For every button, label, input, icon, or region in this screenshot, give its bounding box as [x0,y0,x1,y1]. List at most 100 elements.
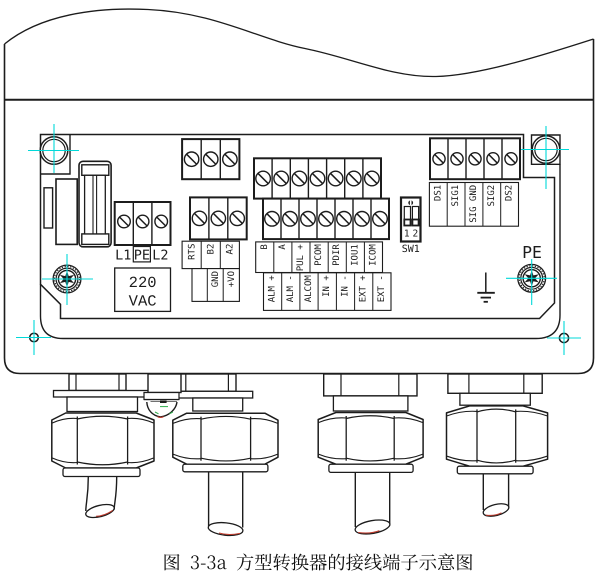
housing-outline [3,8,595,375]
path-shape [358,530,380,534]
terminal-screw-icon [486,151,500,166]
path-shape [127,457,154,464]
line-segment [302,213,314,225]
line-segment [356,213,368,225]
rect-shape [191,268,240,302]
terminal-screw-icon [363,170,380,187]
ellipse-shape [482,503,510,517]
line-segment [156,216,167,227]
terminal-screw-icon [255,170,272,187]
path-shape [143,391,180,401]
io-label-strip-upper [255,241,384,274]
line-segment [266,213,278,225]
path-shape [200,457,251,462]
terminal-label: EXT - [377,275,387,302]
rect-shape [182,463,269,473]
ellipse-shape [207,521,244,537]
rect-shape [62,467,141,478]
rect-shape [160,400,167,403]
path-shape [250,418,278,424]
path-shape [317,411,424,465]
path-shape [515,455,548,462]
path-shape [173,418,202,424]
rect-shape [332,395,409,412]
line-segment [434,154,444,164]
path-shape [446,455,478,462]
terminal-screw-icon [450,151,464,166]
line-segment [366,173,378,184]
terminal-label: SIG2 [487,185,497,207]
power-rating-unit: VAC [129,293,157,311]
path-shape [113,476,118,510]
terminal-screw-icon [336,210,353,227]
path-shape [173,453,202,460]
terminal-label: GND [211,271,221,287]
cable-2 [207,471,244,537]
line-segment [186,153,198,165]
path-shape [346,457,395,462]
io-label-strip-lower [262,272,392,311]
terminal-screw-icon [116,214,131,229]
line-segment [169,411,174,415]
terminal-label: RTS [187,244,197,260]
path-shape [318,417,347,424]
terminal-screw-icon [202,151,219,168]
line-segment [348,173,360,184]
line-segment [257,173,269,184]
power-rating-value: 220 [129,274,157,292]
path-shape [318,453,347,460]
terminal-screw-icon [345,170,362,187]
terminal-screw-icon [154,214,169,229]
terminal-screw-icon [327,170,344,187]
terminal-label: IOU1 [350,244,360,266]
line-segment [330,173,342,184]
terminal-screw-icon [135,214,150,229]
dip-switch-name-label: SW1 [402,244,420,255]
path-shape [96,510,113,517]
crosshair-mark-icon [16,320,51,355]
crosshair-mark-icon [28,124,79,173]
line-segment [284,213,296,225]
plug-green-marks-icon [154,406,174,415]
rect-shape [52,389,150,398]
line-segment [137,216,148,227]
line-segment [275,173,287,184]
line-segment [224,153,236,165]
path-shape [77,415,128,420]
terminal-screw-icon [191,210,208,227]
terminal-label: ICOM [368,244,378,266]
path-shape [394,417,423,424]
rect-shape [447,373,543,394]
terminal-label: ALM + [268,275,278,303]
pe-terminal-label: PE [522,243,542,262]
path-shape [3,39,595,375]
blanking-plug [143,373,182,418]
power-rating-box [114,267,172,313]
figure-caption-glyphs [164,553,473,571]
path-shape [218,532,241,535]
path-shape [52,417,78,424]
cable-gland-1 [51,373,155,478]
cable-4 [482,473,510,517]
terminal-label: B [260,244,270,249]
terminal-label: DS1 [433,185,443,201]
cable-3 [354,472,391,535]
terminal-label: SIG1 [451,185,461,207]
crosshair-mark-icon [506,259,557,305]
terminal-label: EXT + [359,275,369,303]
line-segment [293,173,305,184]
terminal-label: ALCOM [304,275,314,303]
opening-rim [39,164,561,340]
path-shape [394,453,423,460]
line-segment [452,154,462,164]
rect-shape [81,233,110,246]
terminal-screw-icon [291,170,308,187]
terminal-screw-icon [468,151,482,166]
path-shape [446,410,478,417]
terminal-label: PUL + [296,244,306,272]
path-shape [164,553,473,571]
power-terminal-label-l1: L1 [115,248,131,264]
rect-shape [68,373,127,392]
line-segment [231,212,243,224]
path-shape [476,408,516,413]
